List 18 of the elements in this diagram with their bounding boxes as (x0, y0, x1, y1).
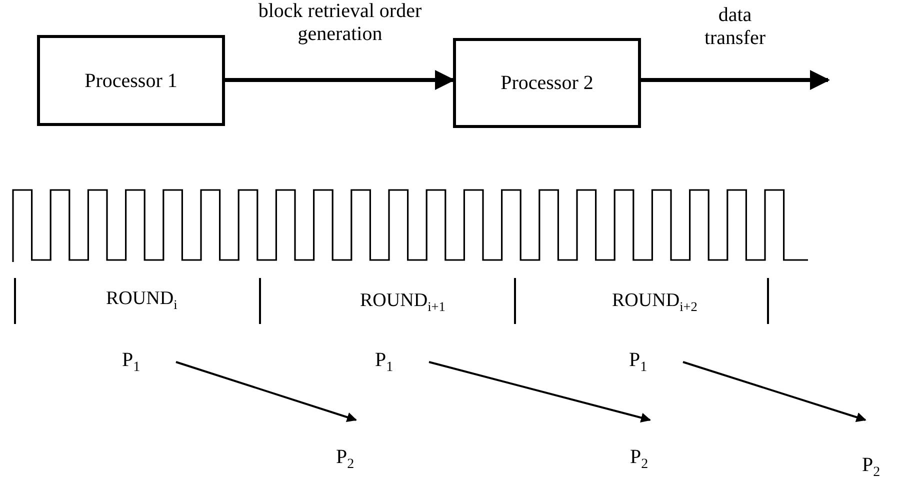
step-label: P$_{1}$ (629, 345, 683, 379)
step-label: P$_{2}$ (862, 418, 896, 480)
process-box (37, 35, 225, 126)
arrow (225, 70, 455, 90)
arrow (428, 361, 651, 423)
round-label: ROUND$_{i+2}$ (612, 290, 698, 315)
arrow (682, 361, 866, 422)
box-label: Processor 2 (500, 72, 594, 94)
round-label: ROUND$_{i+1}$ (360, 290, 446, 315)
step-label: P$_{1}$ (122, 345, 176, 379)
process-box (453, 38, 641, 128)
arrow (641, 70, 830, 90)
step-label: P$_{2}$ (336, 418, 376, 472)
box-label: Processor 1 (84, 70, 178, 92)
step-label: P$_{2}$ (630, 418, 670, 472)
step-label: P$_{1}$ (375, 345, 429, 379)
arrow (176, 361, 357, 422)
round-label: ROUND$_{i}$ (106, 288, 178, 313)
